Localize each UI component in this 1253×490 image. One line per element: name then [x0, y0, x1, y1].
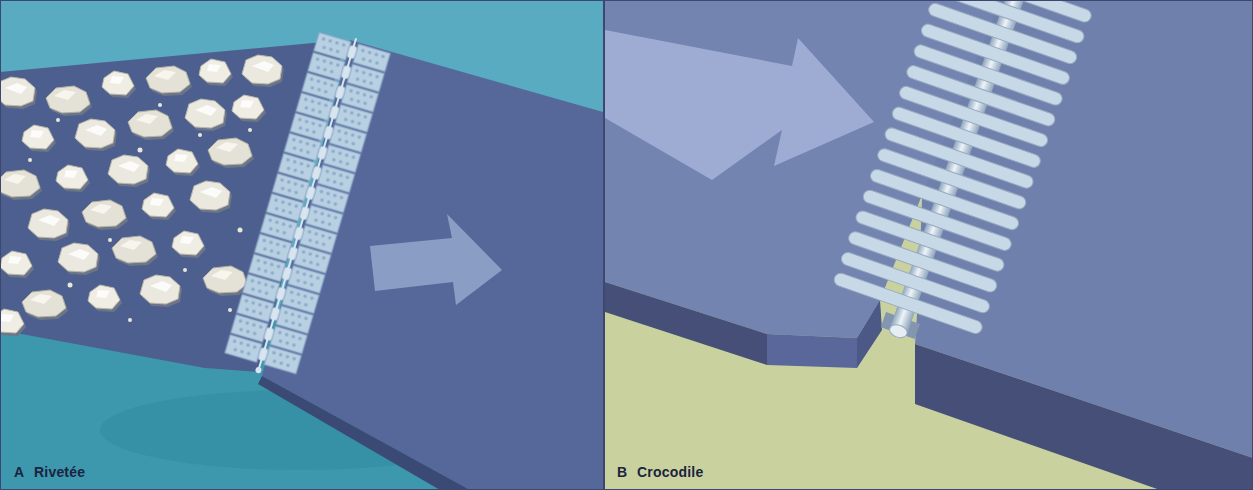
- panel-divider: [603, 0, 605, 490]
- crocodile-splice: [823, 0, 1096, 363]
- panel-letter: A: [14, 464, 24, 480]
- panel-title: Crocodile: [637, 464, 703, 480]
- panel-riveted: [0, 0, 603, 490]
- direction-arrow: [605, 30, 874, 180]
- panel-letter: B: [617, 464, 627, 480]
- direction-arrow: [370, 214, 502, 305]
- panel-title: Rivetée: [34, 464, 85, 480]
- riveted-splice: [221, 27, 392, 383]
- panel-crocodile: [605, 0, 1253, 490]
